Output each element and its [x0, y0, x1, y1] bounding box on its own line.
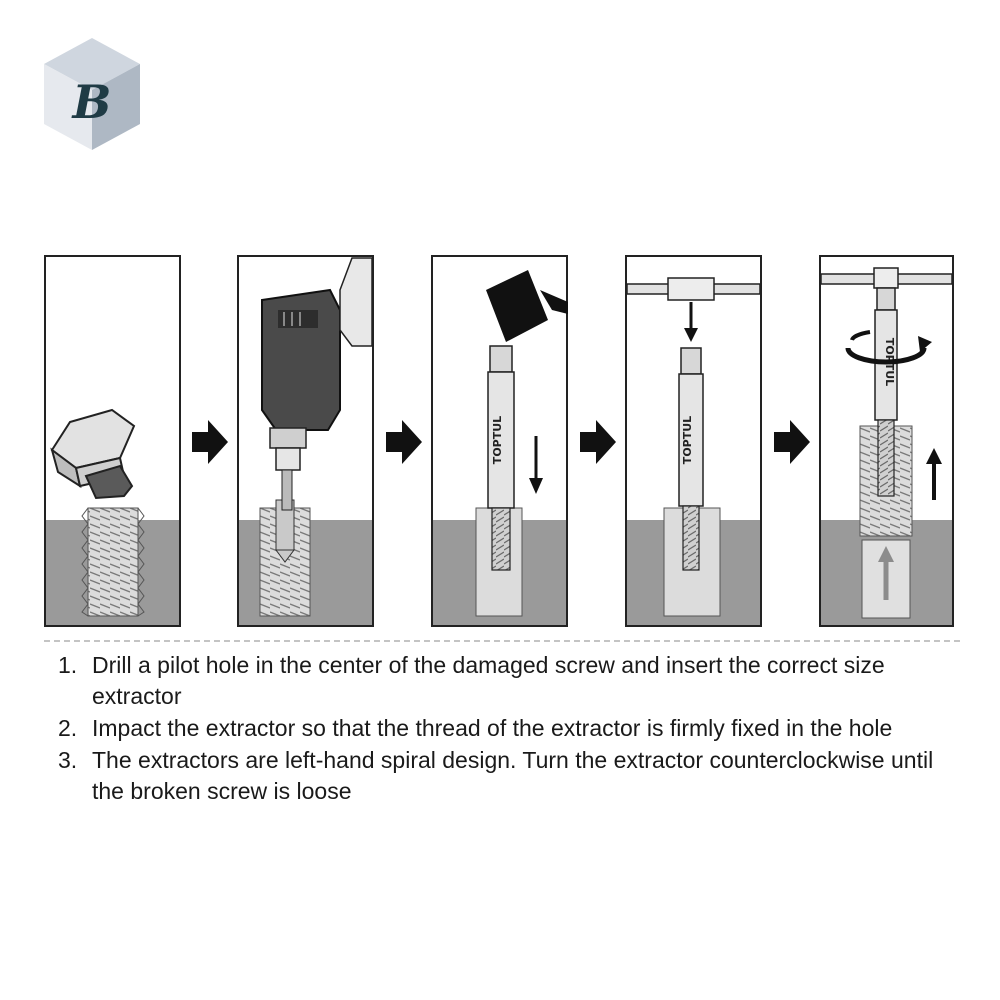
dashed-separator	[44, 640, 960, 642]
arrow-down-icon	[684, 302, 698, 342]
arrow-down-icon	[529, 436, 543, 494]
panel-attach-tap-handle: TOPTUL	[625, 255, 762, 627]
tap-handle	[820, 267, 953, 289]
arrow-right-icon	[386, 420, 422, 464]
power-drill	[261, 257, 373, 511]
panel-impact-extractor: TOPTUL	[431, 255, 568, 627]
brand-label: TOPTUL	[681, 416, 694, 464]
instruction-step: 3. The extractors are left-hand spiral d…	[58, 745, 958, 807]
step-text: The extractors are left-hand spiral desi…	[92, 747, 934, 804]
arrow-right-icon	[774, 420, 810, 464]
step-text: Impact the extractor so that the thread …	[92, 715, 893, 741]
extraction-steps-diagram: TOPTUL TOPTUL	[44, 255, 954, 627]
cube-logo-icon: B	[44, 38, 140, 150]
extractor-bit: TOPTUL	[678, 347, 704, 571]
broken-screw-head	[50, 408, 136, 500]
instruction-step: 1. Drill a pilot hole in the center of t…	[58, 650, 958, 712]
arrow-up-icon	[878, 546, 894, 600]
instruction-list: 1. Drill a pilot hole in the center of t…	[58, 650, 958, 808]
step-number: 3.	[58, 747, 78, 773]
logo-letter: B	[71, 75, 112, 129]
rotate-counterclockwise-icon	[845, 330, 932, 365]
extractor-bit: TOPTUL	[874, 287, 898, 497]
panel-turn-counterclockwise: TOPTUL	[819, 255, 954, 627]
step-number: 1.	[58, 652, 78, 678]
brand-label: TOPTUL	[491, 416, 504, 464]
hammer	[486, 270, 568, 342]
step-number: 2.	[58, 715, 78, 741]
arrow-right-icon	[192, 420, 228, 464]
extractor-bit: TOPTUL	[487, 345, 515, 571]
tap-handle	[626, 277, 761, 301]
instruction-step: 2. Impact the extractor so that the thre…	[58, 713, 958, 744]
panel-drill-pilot-hole	[237, 255, 374, 627]
arrow-up-icon	[926, 448, 942, 500]
arrow-right-icon	[580, 420, 616, 464]
step-text: Drill a pilot hole in the center of the …	[92, 652, 885, 709]
panel-broken-screw	[44, 255, 181, 627]
